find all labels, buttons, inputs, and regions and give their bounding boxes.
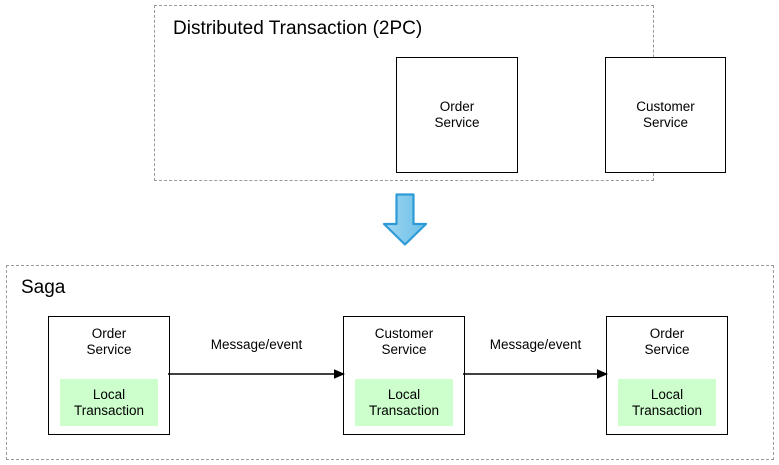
message-event-arrow-1 — [168, 366, 345, 382]
group-distributed-transaction-title: Distributed Transaction (2PC) — [173, 18, 423, 39]
service-box-order-service-saga-2[interactable]: Order Service Local Transaction — [606, 316, 728, 435]
service-label-line1: Order — [91, 326, 127, 341]
service-label-line2: Service — [381, 342, 427, 357]
service-label-line1: Customer — [636, 99, 695, 114]
local-transaction-label-line1: Local — [92, 386, 126, 402]
local-transaction-box: Local Transaction — [60, 379, 158, 426]
local-transaction-box: Local Transaction — [355, 379, 453, 426]
message-event-label-1: Message/event — [210, 337, 303, 352]
service-box-customer-service-saga[interactable]: Customer Service Local Transaction — [343, 316, 465, 435]
service-label-line2: Service — [86, 342, 132, 357]
service-box-customer-service-2pc[interactable]: Customer Service — [605, 57, 726, 173]
service-label-line2: Service — [642, 115, 688, 130]
service-box-order-service-2pc[interactable]: Order Service — [396, 57, 518, 173]
down-arrow-icon — [382, 193, 428, 246]
message-event-label-2: Message/event — [489, 337, 582, 352]
local-transaction-label-line2: Transaction — [368, 402, 440, 418]
local-transaction-label-line2: Transaction — [631, 402, 703, 418]
group-saga-title: Saga — [21, 277, 66, 298]
group-distributed-transaction: Distributed Transaction (2PC) Order Serv… — [154, 5, 726, 181]
service-label-line1: Customer — [374, 326, 434, 341]
local-transaction-label-line1: Local — [387, 386, 421, 402]
local-transaction-box: Local Transaction — [618, 379, 716, 426]
service-box-order-service-saga-1[interactable]: Order Service Local Transaction — [48, 316, 170, 435]
local-transaction-label-line2: Transaction — [73, 402, 145, 418]
service-label-line2: Service — [644, 342, 690, 357]
service-label-line2: Service — [434, 115, 480, 130]
service-label-line1: Order — [439, 99, 475, 114]
service-label-line1: Order — [649, 326, 685, 341]
message-event-arrow-2 — [463, 366, 608, 382]
local-transaction-label-line1: Local — [650, 386, 684, 402]
